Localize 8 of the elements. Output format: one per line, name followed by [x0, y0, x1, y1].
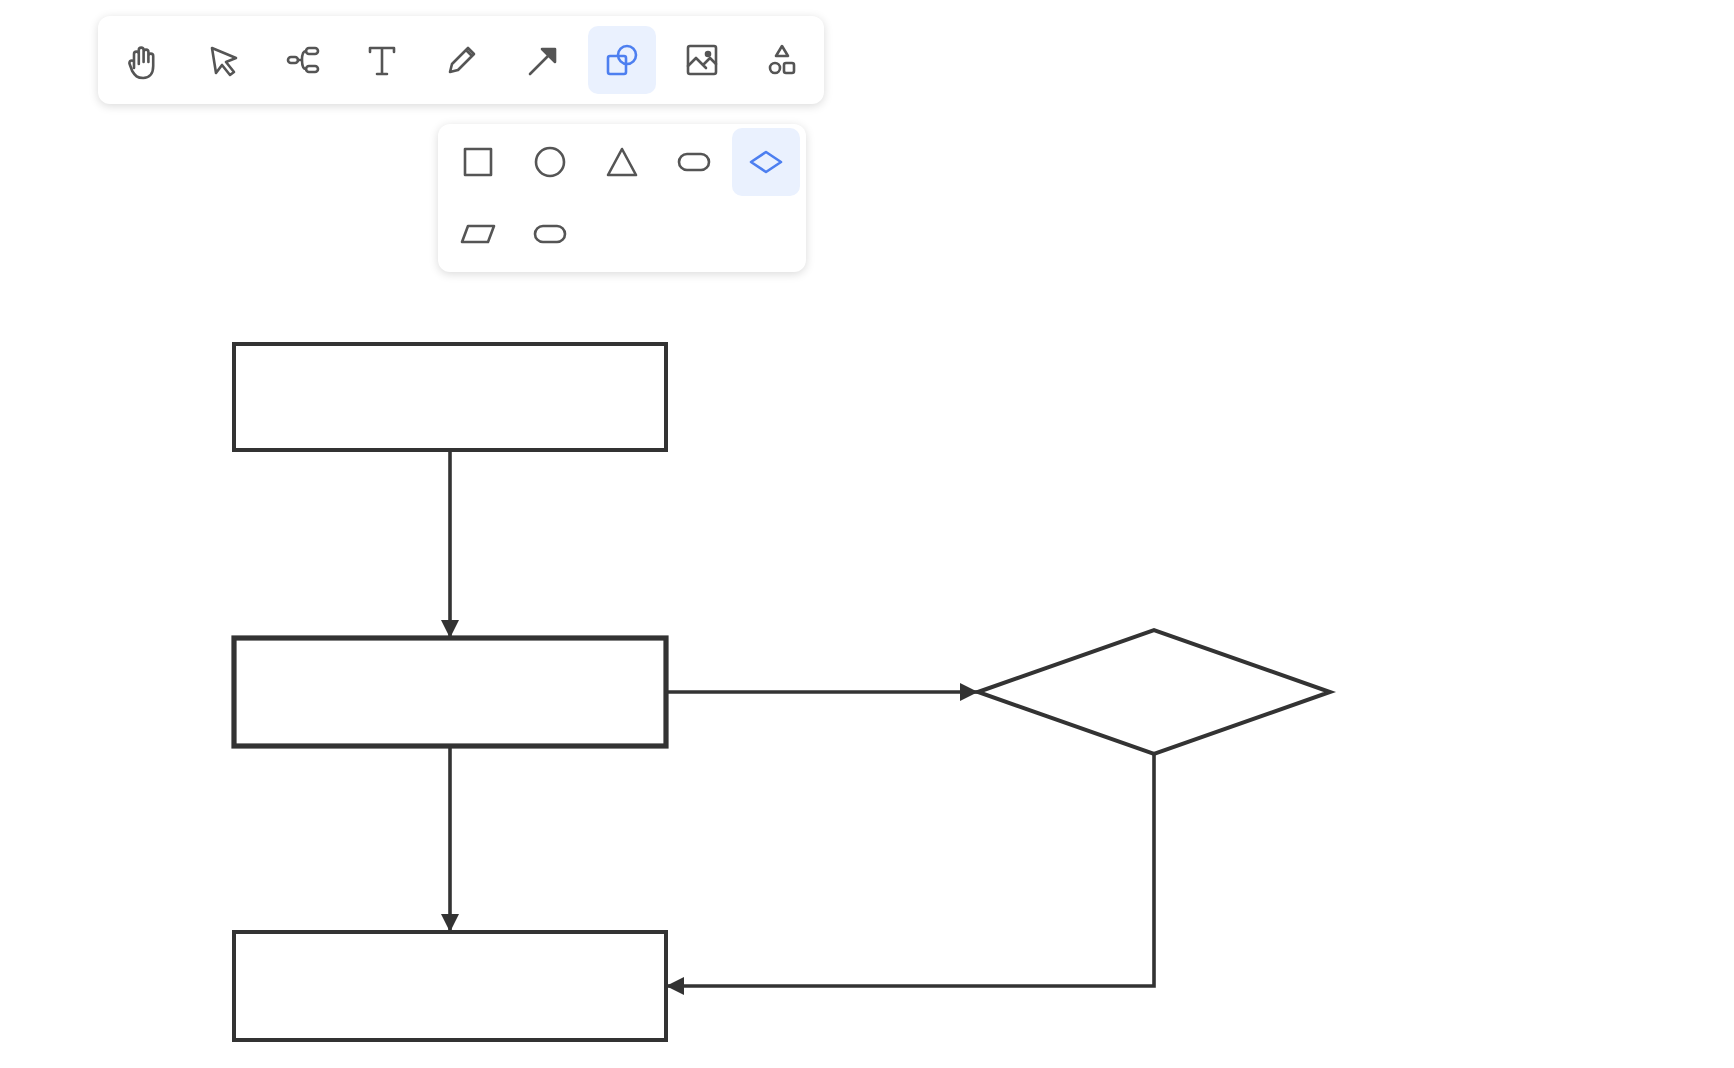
decision-diamond — [978, 630, 1330, 754]
process-box — [234, 638, 666, 746]
process-box — [234, 344, 666, 450]
arrow — [441, 746, 459, 932]
process-box — [234, 932, 666, 1040]
arrow — [441, 450, 459, 638]
arrow — [666, 683, 978, 701]
arrow — [666, 754, 1156, 995]
